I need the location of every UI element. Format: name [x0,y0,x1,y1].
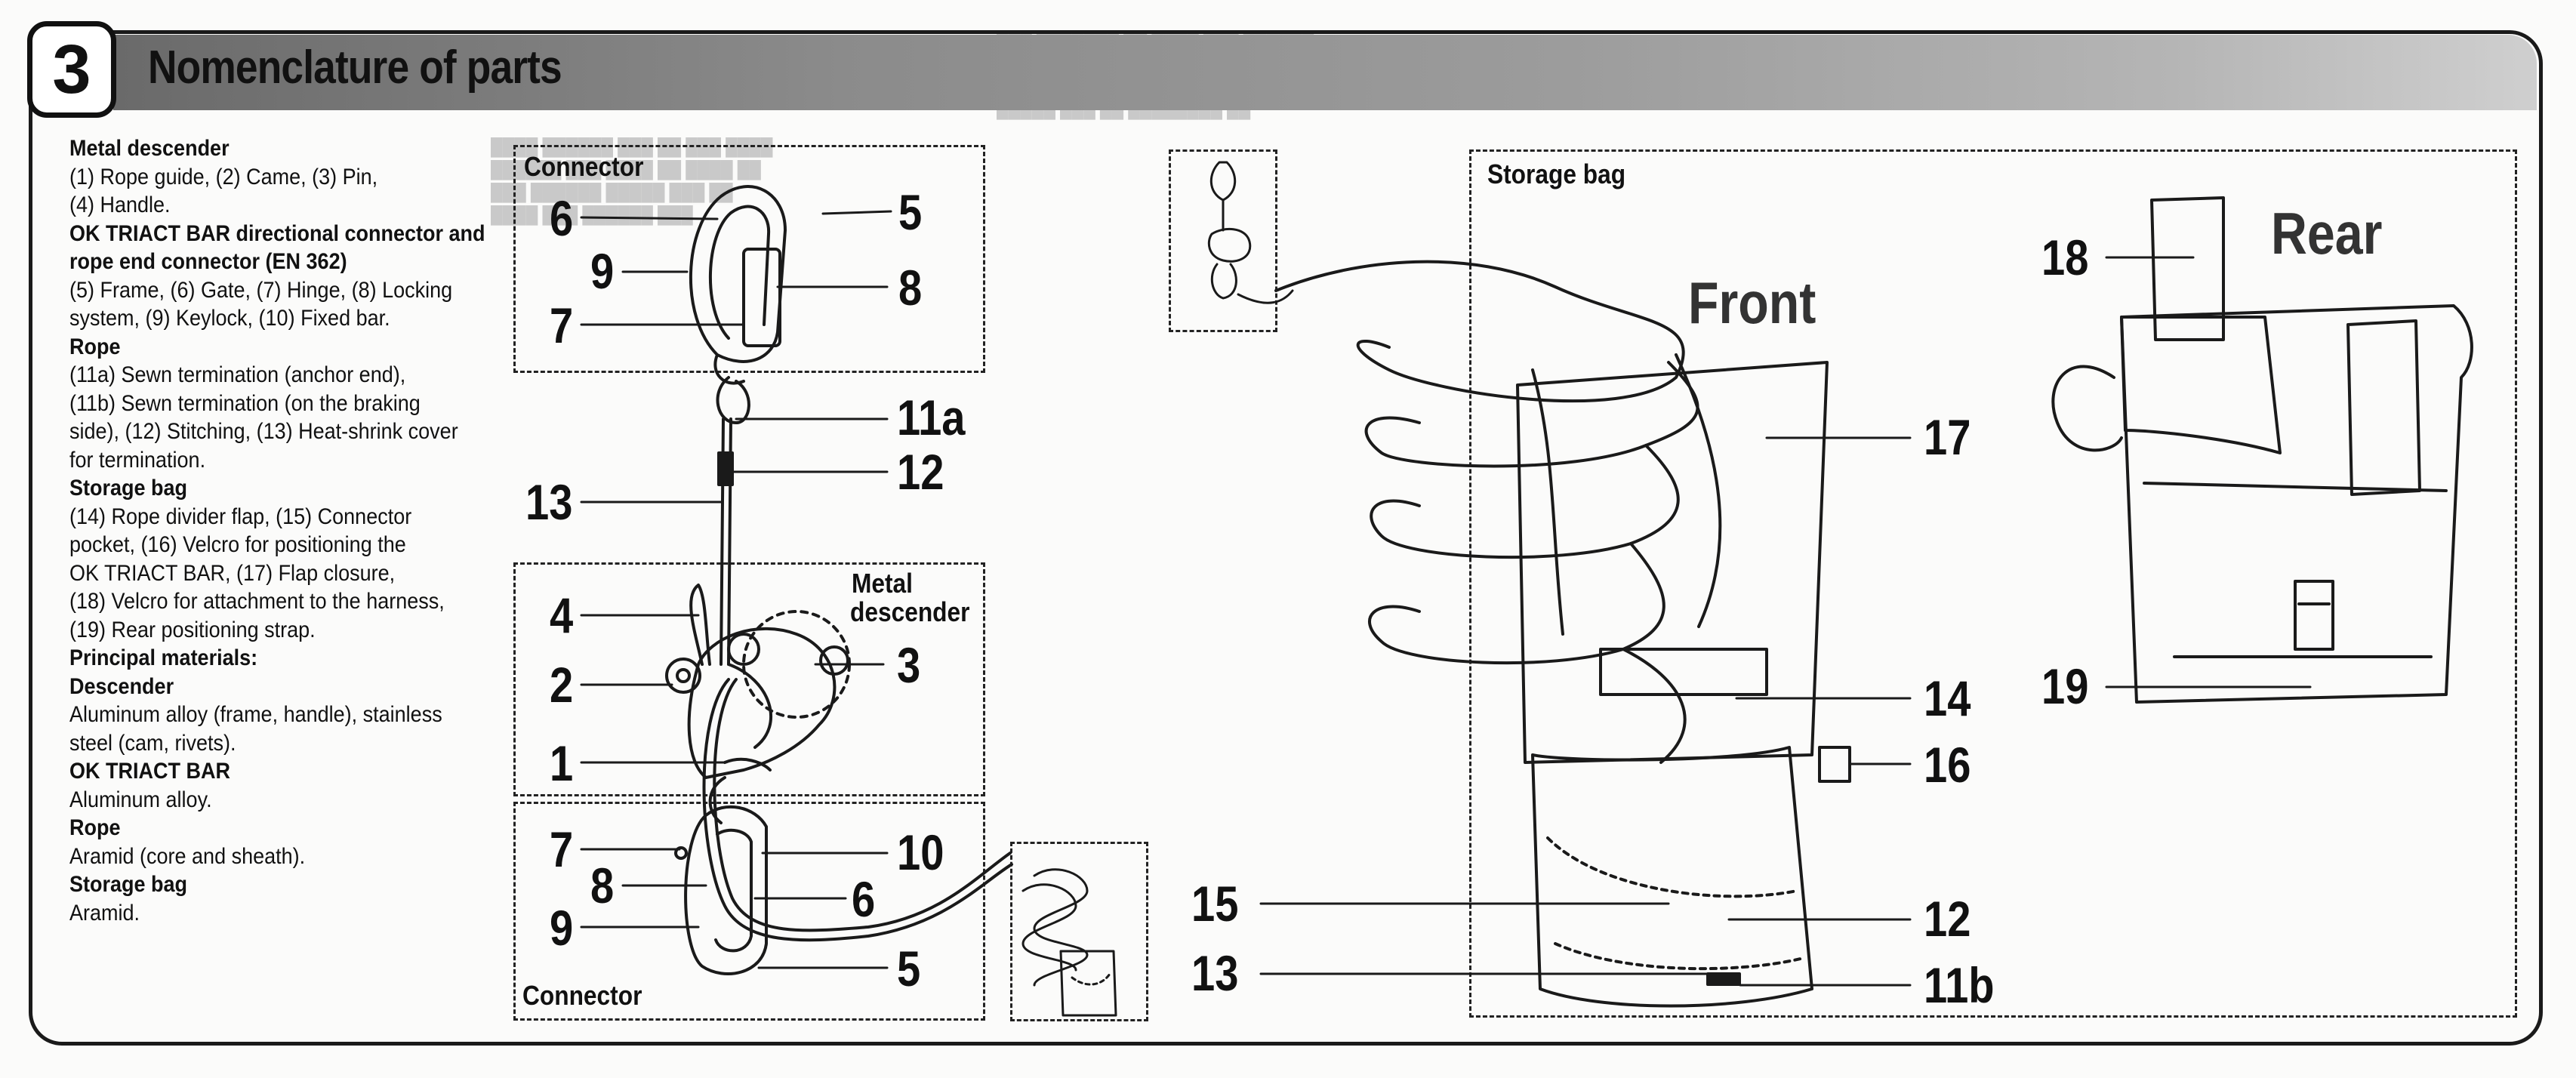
section-title: Nomenclature of parts [148,42,562,94]
legend-heading: Rope [69,334,121,359]
descender-label-line1: Metal [852,568,913,599]
callout-7-bottom: 7 [550,821,574,877]
callout-15: 15 [1191,876,1239,932]
legend-line: (5) Frame, (6) Gate, (7) Hinge, (8) Lock… [69,277,453,303]
callout-16: 16 [1924,737,1971,793]
thumbnail-box-connector [1169,149,1277,332]
legend-line: Aramid (core and sheath). [69,843,306,869]
descender-drawing [665,584,851,779]
legend-line: side), (12) Stitching, (13) Heat-shrink … [69,419,458,444]
section-number: 3 [27,21,116,118]
legend-line: (18) Velcro for attachment to the harnes… [69,589,445,614]
legend-heading: rope end connector (EN 362) [69,249,347,274]
callout-19: 19 [2041,658,2089,714]
connector-top-label: Connector [524,151,644,182]
thumbnail-box-bag [1010,842,1148,1021]
legend-line: Aramid. [69,900,140,926]
callout-11a: 11a [897,390,966,445]
callout-5-top: 5 [898,184,923,240]
bag-thumbnail-drawing [1021,868,1117,1017]
legend-line: OK TRIACT BAR, (17) Flap closure, [69,560,396,586]
parts-legend: Metal descender (1) Rope guide, (2) Came,… [69,134,491,927]
callout-9-bottom: 9 [550,900,574,956]
callout-6-bottom: 6 [852,871,876,927]
header-band [113,35,2537,110]
callout-13-bag: 13 [1191,945,1239,1001]
bag-rear-drawing [2051,196,2473,704]
leader-lines [580,210,2312,987]
bag-front-drawing [1516,353,1851,1008]
callout-2: 2 [550,657,574,713]
legend-heading: Storage bag [69,872,188,897]
section-frame [29,30,2543,1046]
legend-line: pocket, (16) Velcro for positioning the [69,532,406,557]
legend-line: for termination. [69,447,206,473]
rope-coil-drawing [1274,260,1699,764]
callout-10: 10 [897,824,944,880]
callout-17: 17 [1924,409,1971,465]
legend-line: (19) Rear positioning strap. [69,617,316,642]
legend-line: (11a) Sewn termination (anchor end), [69,362,406,387]
callout-14: 14 [1924,670,1971,726]
legend-line: (14) Rope divider flap, (15) Connector [69,504,412,529]
connector-top-box [513,145,985,373]
rear-label: Rear [2271,200,2383,266]
legend-heading: OK TRIACT BAR directional connector and [69,220,485,246]
legend-line: Aluminum alloy (frame, handle), stainles… [69,702,442,727]
callout-4: 4 [550,587,574,643]
legend-line: (1) Rope guide, (2) Came, (3) Pin, [69,164,378,189]
connector-bottom-label: Connector [522,980,642,1011]
connector-thumbnail-drawing [1207,161,1294,304]
callout-3: 3 [897,637,921,693]
callout-18: 18 [2041,229,2089,285]
legend-heading: Rope [69,815,121,840]
storage-bag-label: Storage bag [1487,159,1626,189]
rope-lower [702,678,1013,942]
connector-top-drawing [689,185,787,385]
legend-heading: Descender [69,673,174,699]
callout-9-top: 9 [590,243,615,299]
bleed-through-text-left: ████ ██████ ███ ██ ███ ██████████ ███ ██… [491,137,773,224]
legend-heading: Metal descender [69,136,230,161]
callout-12-bag: 12 [1924,891,1971,947]
legend-line: system, (9) Keylock, (10) Fixed bar. [69,306,390,331]
legend-heading: Principal materials: [69,645,258,670]
legend-heading: Storage bag [69,476,188,500]
callout-1: 1 [550,735,574,791]
callout-12-rope: 12 [897,444,944,500]
callout-8-top: 8 [898,260,923,316]
connector-bottom-drawing [674,776,768,975]
legend-line: Aluminum alloy. [69,787,212,812]
descender-label-line2: descender [850,596,970,627]
callout-11b: 11b [1924,957,1995,1013]
callout-13-rope: 13 [525,474,573,530]
legend-line: (4) Handle. [69,192,171,217]
storage-bag-box [1469,149,2517,1018]
connector-bottom-box [513,802,985,1021]
front-label: Front [1688,270,1816,336]
callout-6-top: 6 [550,190,574,246]
rope-upper [716,376,750,666]
legend-heading: OK TRIACT BAR [69,759,230,784]
callout-7-top: 7 [550,297,574,353]
callout-5-bottom: 5 [897,941,921,996]
descender-box [513,562,985,796]
callout-8-bottom: 8 [590,858,615,913]
legend-line: steel (cam, rivets). [69,730,236,756]
legend-line: (11b) Sewn termination (on the braking [69,390,421,416]
